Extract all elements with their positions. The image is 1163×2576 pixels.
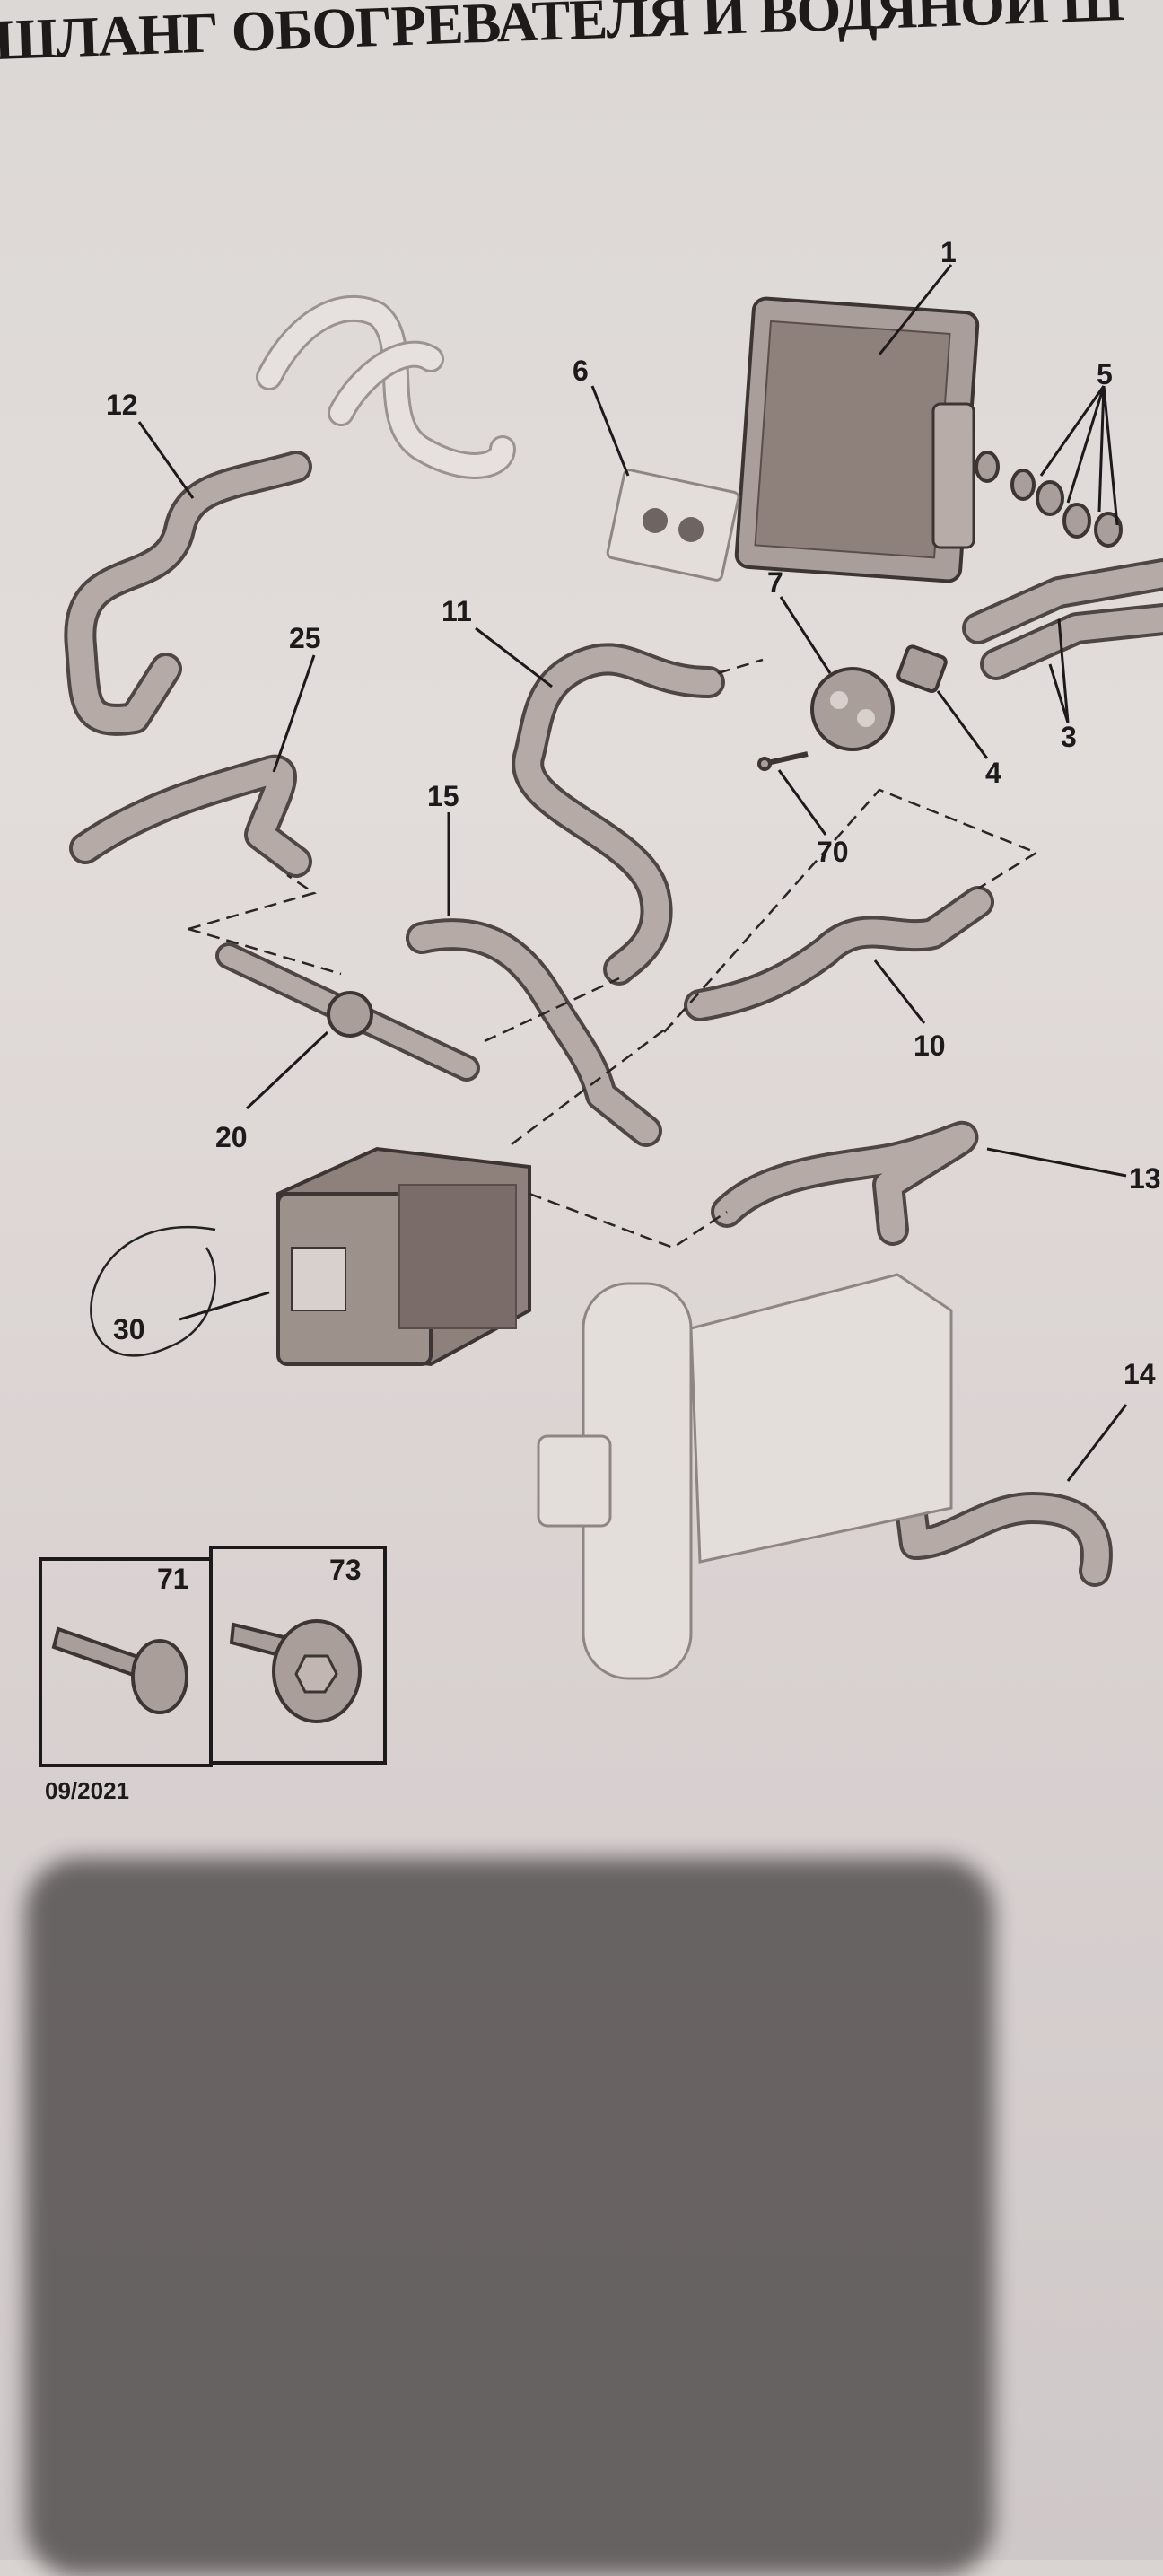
screw-71-icon [51,1626,188,1714]
hose-part-12 [64,451,312,736]
callout-5: 5 [1097,358,1113,390]
callout-1: 1 [940,236,957,268]
heater-radiator-part-1 [734,296,980,583]
callout-25: 25 [289,622,321,654]
flange-part-7 [810,667,895,751]
hose-part-15 [406,918,662,1147]
callout-6: 6 [573,355,589,387]
seals-part-5 [975,451,1123,548]
gasket-part-6 [606,469,740,582]
callout-3: 3 [1061,721,1077,753]
hose-part-13 [711,1120,979,1246]
control-unit-part-30 [90,1146,531,1367]
pipe-part-20 [215,942,480,1082]
screw-part-70 [757,751,809,771]
callout-30: 30 [113,1313,145,1345]
ghost-water-pump [537,1273,953,1680]
callout-4: 4 [985,757,1001,789]
revision-date: 09/2021 [45,1777,129,1804]
ghost-pipes-top [256,294,516,479]
phone-shadow-overlay [25,1858,994,2576]
callout-12: 12 [106,389,138,421]
callout-labels: 1 5 6 12 11 7 25 15 4 3 70 10 20 13 30 1… [106,236,1161,1390]
clip-part-4 [896,644,948,693]
hose-part-11 [512,643,725,986]
leader-lines [137,264,1128,1482]
callout-10: 10 [914,1030,946,1062]
callout-15: 15 [427,780,459,812]
callout-70: 70 [817,836,849,868]
callout-20: 20 [215,1121,248,1153]
hose-part-10 [684,886,994,1021]
hose-part-14 [890,1456,1113,1587]
inset-label-71: 71 [157,1563,189,1595]
callout-14: 14 [1124,1358,1156,1390]
callout-11: 11 [442,595,472,627]
connection-lines [188,658,1039,1249]
bolt-73-icon [229,1619,362,1723]
callout-7: 7 [767,566,783,599]
fasteners-inset: 71 73 09/2021 [39,1546,387,1804]
hose-part-25 [69,755,312,878]
pipes-part-3 [962,558,1163,680]
inset-label-73: 73 [329,1554,362,1586]
callout-13: 13 [1129,1162,1161,1195]
